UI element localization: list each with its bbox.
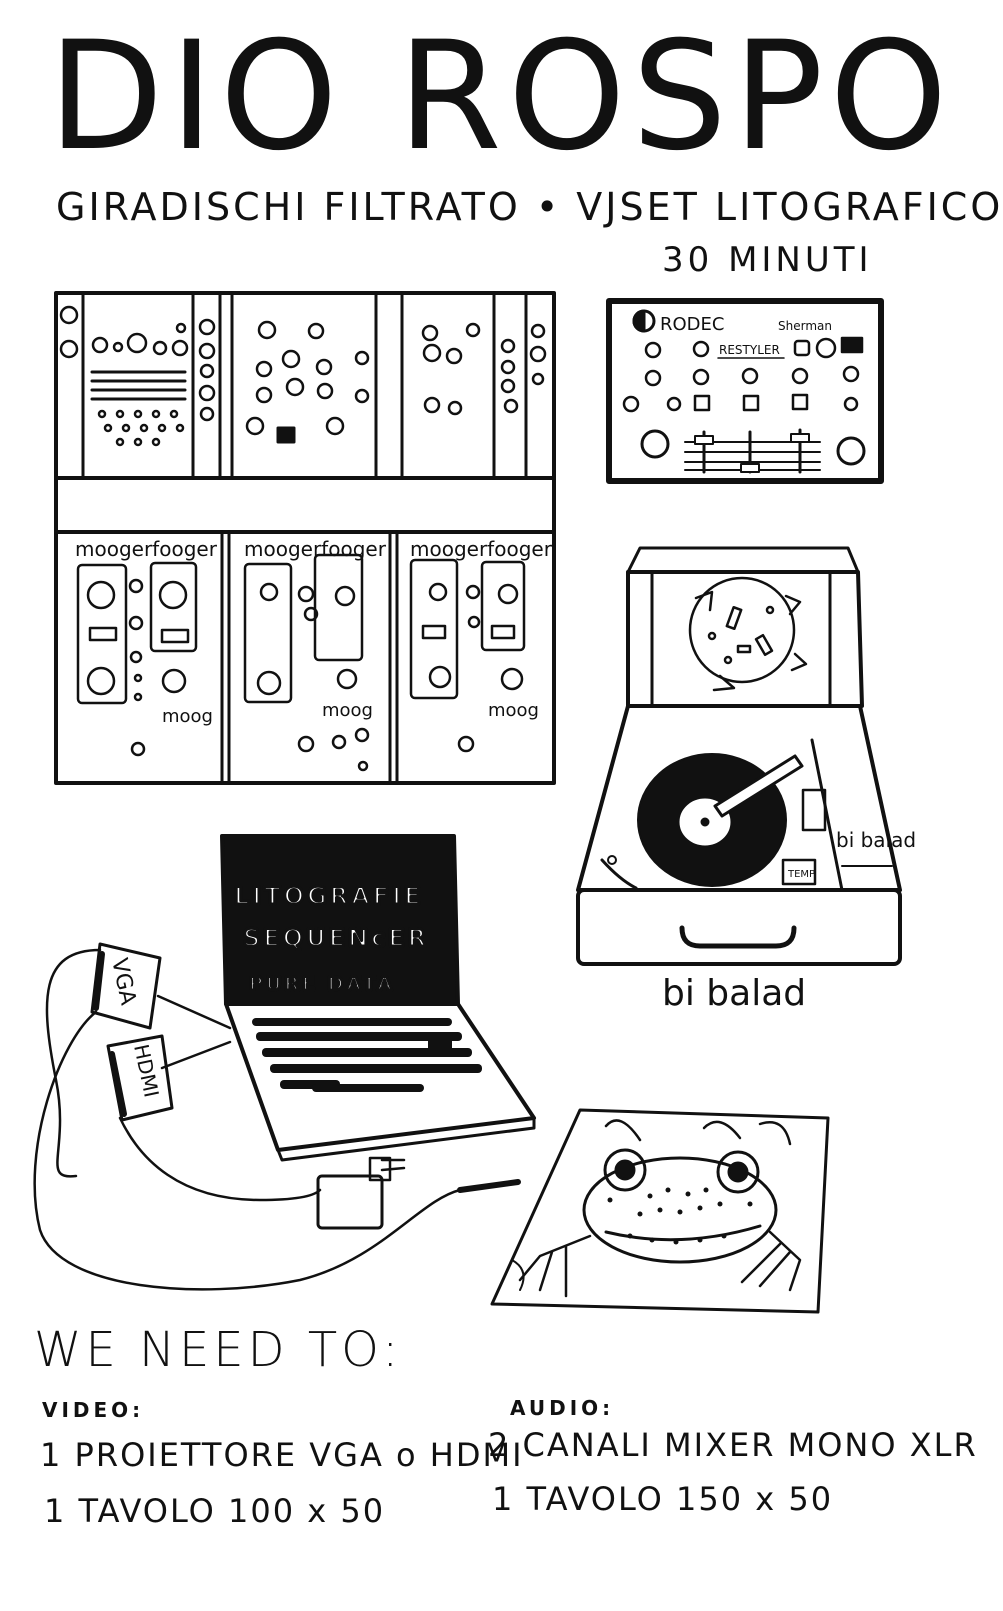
illustration: moogerfooger moogerfooger moogerfooger m… [33,291,916,1314]
mixer-faders [684,428,821,474]
moog-badge-3: moog [488,700,539,721]
cables [33,948,521,1291]
mixer-brand: RODEC [660,314,724,335]
needs-heading: WE NEED TO: [34,1322,403,1378]
audio-item-1: 2 CANALI MIXER MONO XLR [488,1426,978,1464]
dj-mixer: RODEC Sherman RESTYLER [606,298,884,484]
audio-heading: AUDIO: [510,1396,615,1420]
moogerfooger-label-3: moogerfooger [410,537,553,561]
synth-jacks [97,409,185,447]
toad-spots [607,1187,753,1245]
toad-lithograph [490,1108,830,1314]
duration-label: 30 MINUTI [662,240,873,280]
audio-item-2: 1 TAVOLO 150 x 50 [492,1480,834,1518]
moog-badge-2: moog [322,700,373,721]
screen-line-2: SEQUENcER [243,924,429,952]
poster-title: DIO ROSPO [48,10,954,184]
modular-synth-rack: moogerfooger moogerfooger moogerfooger m… [54,291,556,785]
mixer-knobs [622,336,866,466]
portable-turntable: TEMP bi balad [576,546,916,966]
turntable-caption: bi balad [662,973,806,1014]
screen-line-1: LITOGRAFIE [234,882,423,910]
video-heading: VIDEO: [42,1398,145,1422]
vga-label: VGA [106,956,140,1007]
laptop: LITOGRAFIE SEQUENcER PURE DATA [220,834,536,1162]
mixer-model: Sherman [778,319,832,333]
hdmi-label: HDMI [129,1042,164,1099]
tempo-label: TEMP [787,869,815,880]
poster-subtitle: GIRADISCHI FILTRATO • VJSET LITOGRAFICO [56,185,1003,229]
moogerfooger-label-1: moogerfooger [75,537,218,561]
lid-record [688,576,808,692]
turntable-sticker: bi balad [836,828,916,852]
mixer-label: RESTYLER [719,343,780,357]
laptop-keyboard [252,1018,482,1092]
screen-line-3: PURE DATA [249,973,395,995]
moog-badge-1: moog [162,706,213,727]
hdmi-adapter: HDMI [106,1034,174,1122]
synth-knobs-top [59,305,547,436]
video-item-1: 1 PROIETTORE VGA o HDMI [40,1436,524,1474]
moogerfooger-3 [409,558,526,753]
moogerfooger-1 [76,561,198,757]
vga-adapter: VGA [90,942,162,1030]
synth-patch-grid [90,370,187,401]
video-item-2: 1 TAVOLO 100 x 50 [44,1492,386,1530]
poster: DIO ROSPO GIRADISCHI FILTRATO • VJSET LI… [33,10,1000,1530]
moogerfooger-2 [243,553,370,772]
